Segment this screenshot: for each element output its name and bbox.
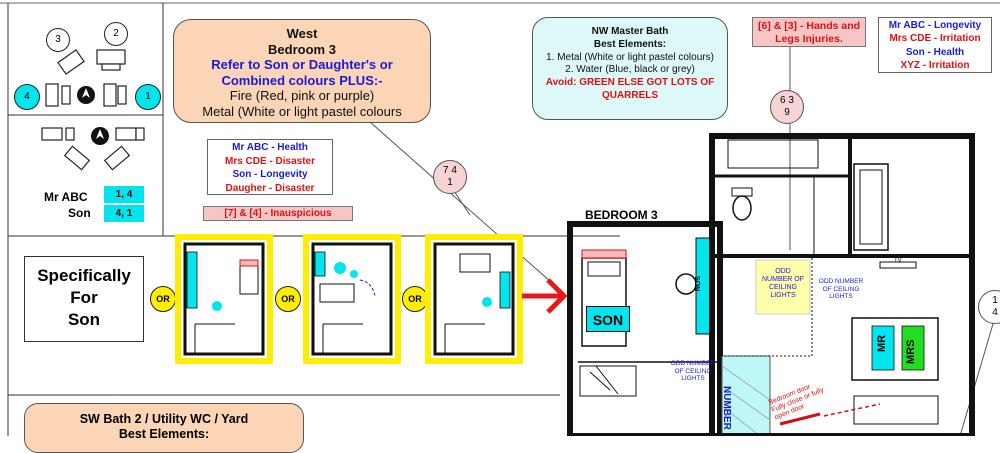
master-bed — [851, 317, 939, 381]
door-line — [779, 412, 821, 426]
west-metal: Metal (White or light pastel colours — [202, 103, 402, 119]
west-title: West — [286, 26, 318, 41]
hands-line-2: Legs Injuries. — [775, 33, 843, 45]
nw-water: 2. Water (Blue, black or grey) — [565, 64, 695, 76]
master-person-row: XYZ - Irritation — [900, 59, 970, 71]
specifically-for-son-box: Specifically For Son — [24, 256, 144, 342]
corridor-number-label: NUMBER — [721, 386, 732, 430]
west-fire: Fire (Red, pink or purple) — [229, 88, 375, 103]
master-person-row: Son - Health — [905, 46, 965, 58]
nw-avoid: Avoid: GREEN ELSE GOT LOTS OF — [545, 77, 715, 89]
legend-circle-1-label: 1 — [145, 91, 151, 102]
west-bedroom-box: West Bedroom 3 Refer to Son or Daughter'… — [173, 19, 431, 123]
legend-son: Son — [68, 206, 91, 220]
star-top: 6 3 — [780, 95, 794, 106]
legend-son-value: 4, 1 — [104, 205, 144, 222]
star-bottom: 9 — [784, 107, 790, 118]
west-refer: Refer to Son or Daughter's or — [211, 57, 393, 72]
bedroom3-title: BEDROOM 3 — [585, 208, 658, 222]
floor-plan — [567, 133, 975, 436]
odd-lights-label-3: ODD NUMBER OF CEILING LIGHTS — [670, 360, 716, 382]
legend-mr-abc: Mr ABC — [44, 190, 88, 204]
option-1-chair — [212, 301, 222, 311]
bedroom3-person-row: Son - Longevity — [232, 169, 308, 180]
nw-quarrels: QUARRELS — [601, 89, 659, 101]
legend-circle-3-label: 3 — [55, 34, 61, 45]
mr-label: MR — [876, 334, 888, 352]
master-person-list: Mr ABC - Longevity Mrs CDE - Irritation … — [878, 17, 992, 73]
mrs-marker — [901, 325, 925, 371]
or-badge: OR — [275, 286, 301, 312]
option-1-desk — [186, 251, 198, 309]
option-3-room — [433, 242, 515, 356]
legend-circle-1: 1 — [135, 84, 161, 110]
nw-metal: 1. Metal (White or light pastel colours) — [546, 51, 714, 63]
sw-title: SW Bath 2 / Utility WC / Yard — [79, 412, 249, 426]
bedroom3-person-row: Daugher - Disaster — [225, 182, 315, 194]
legend-circle-2: 2 — [104, 22, 128, 46]
mrs-label: MRS — [905, 339, 917, 364]
son-bed-tag: SON — [586, 306, 630, 332]
flying-star-circle-nw: 6 3 9 — [770, 90, 804, 124]
option-2-room — [311, 242, 393, 356]
option-2-desk — [314, 251, 326, 277]
nw-best: Best Elements: — [593, 38, 667, 50]
son-desk-label: SON — [693, 276, 700, 292]
star-bottom: 1 — [447, 177, 453, 188]
for-line: For — [70, 288, 98, 307]
option-2-chair — [334, 262, 346, 274]
legend-mr-abc-value: 1, 4 — [104, 186, 144, 203]
option-3-chair — [482, 297, 492, 307]
legend-desks-drawing — [41, 49, 145, 171]
nw-master-bath-box: NW Master Bath Best Elements: 1. Metal (… — [532, 17, 728, 120]
flying-star-circle-east: 1 4 — [978, 290, 1000, 324]
legend-circle-4: 4 — [14, 84, 40, 110]
star-top: 1 — [992, 295, 998, 306]
son-line: Son — [67, 310, 101, 329]
bedroom3-person-row: Mrs CDE - Disaster — [224, 155, 316, 167]
red-arrow-icon — [522, 278, 568, 314]
legend-circle-4-label: 4 — [24, 91, 30, 102]
specifically-line: Specifically — [37, 266, 131, 285]
hands-legs-box: [6] & [3] - Hands and Legs Injuries. — [752, 17, 866, 47]
legend-circle-2-label: 2 — [113, 28, 119, 39]
flying-star-circle-west: 7 4 1 — [433, 160, 467, 194]
master-person-row: Mr ABC - Longevity — [888, 20, 982, 31]
inauspicious-badge: [7] & [4] - Inauspicious — [203, 206, 353, 221]
west-combined: Combined colours PLUS:- — [221, 72, 383, 88]
hands-line-1: [6] & [3] - Hands and — [757, 20, 861, 32]
tv-label: TV — [894, 258, 902, 264]
desk-icon — [41, 49, 145, 171]
odd-lights-label-1: ODD NUMBER OF CEILING LIGHTS — [762, 268, 804, 299]
odd-lights-label-2: ODD NUMBER OF CEILING LIGHTS — [818, 278, 864, 300]
option-3-desk — [499, 271, 511, 309]
mr-marker — [871, 325, 895, 371]
sw-bath-box: SW Bath 2 / Utility WC / Yard Best Eleme… — [24, 403, 304, 453]
legend-circle-3: 3 — [46, 28, 70, 52]
west-subtitle: Bedroom 3 — [268, 41, 336, 57]
nw-title: NW Master Bath — [591, 26, 669, 37]
layout-options-drawing — [183, 242, 568, 356]
option-1-room — [183, 242, 265, 356]
sw-best: Best Elements: — [118, 427, 210, 441]
corridor — [721, 355, 771, 436]
bedroom3-person-list: Mr ABC - Health Mrs CDE - Disaster Son -… — [207, 139, 333, 195]
master-person-row: Mrs CDE - Irritation — [889, 33, 981, 45]
bedroom3-person-row: Mr ABC - Health — [232, 142, 308, 153]
star-top: 7 4 — [443, 165, 457, 176]
star-bottom: 4 — [992, 307, 998, 318]
or-badge: OR — [402, 286, 428, 312]
